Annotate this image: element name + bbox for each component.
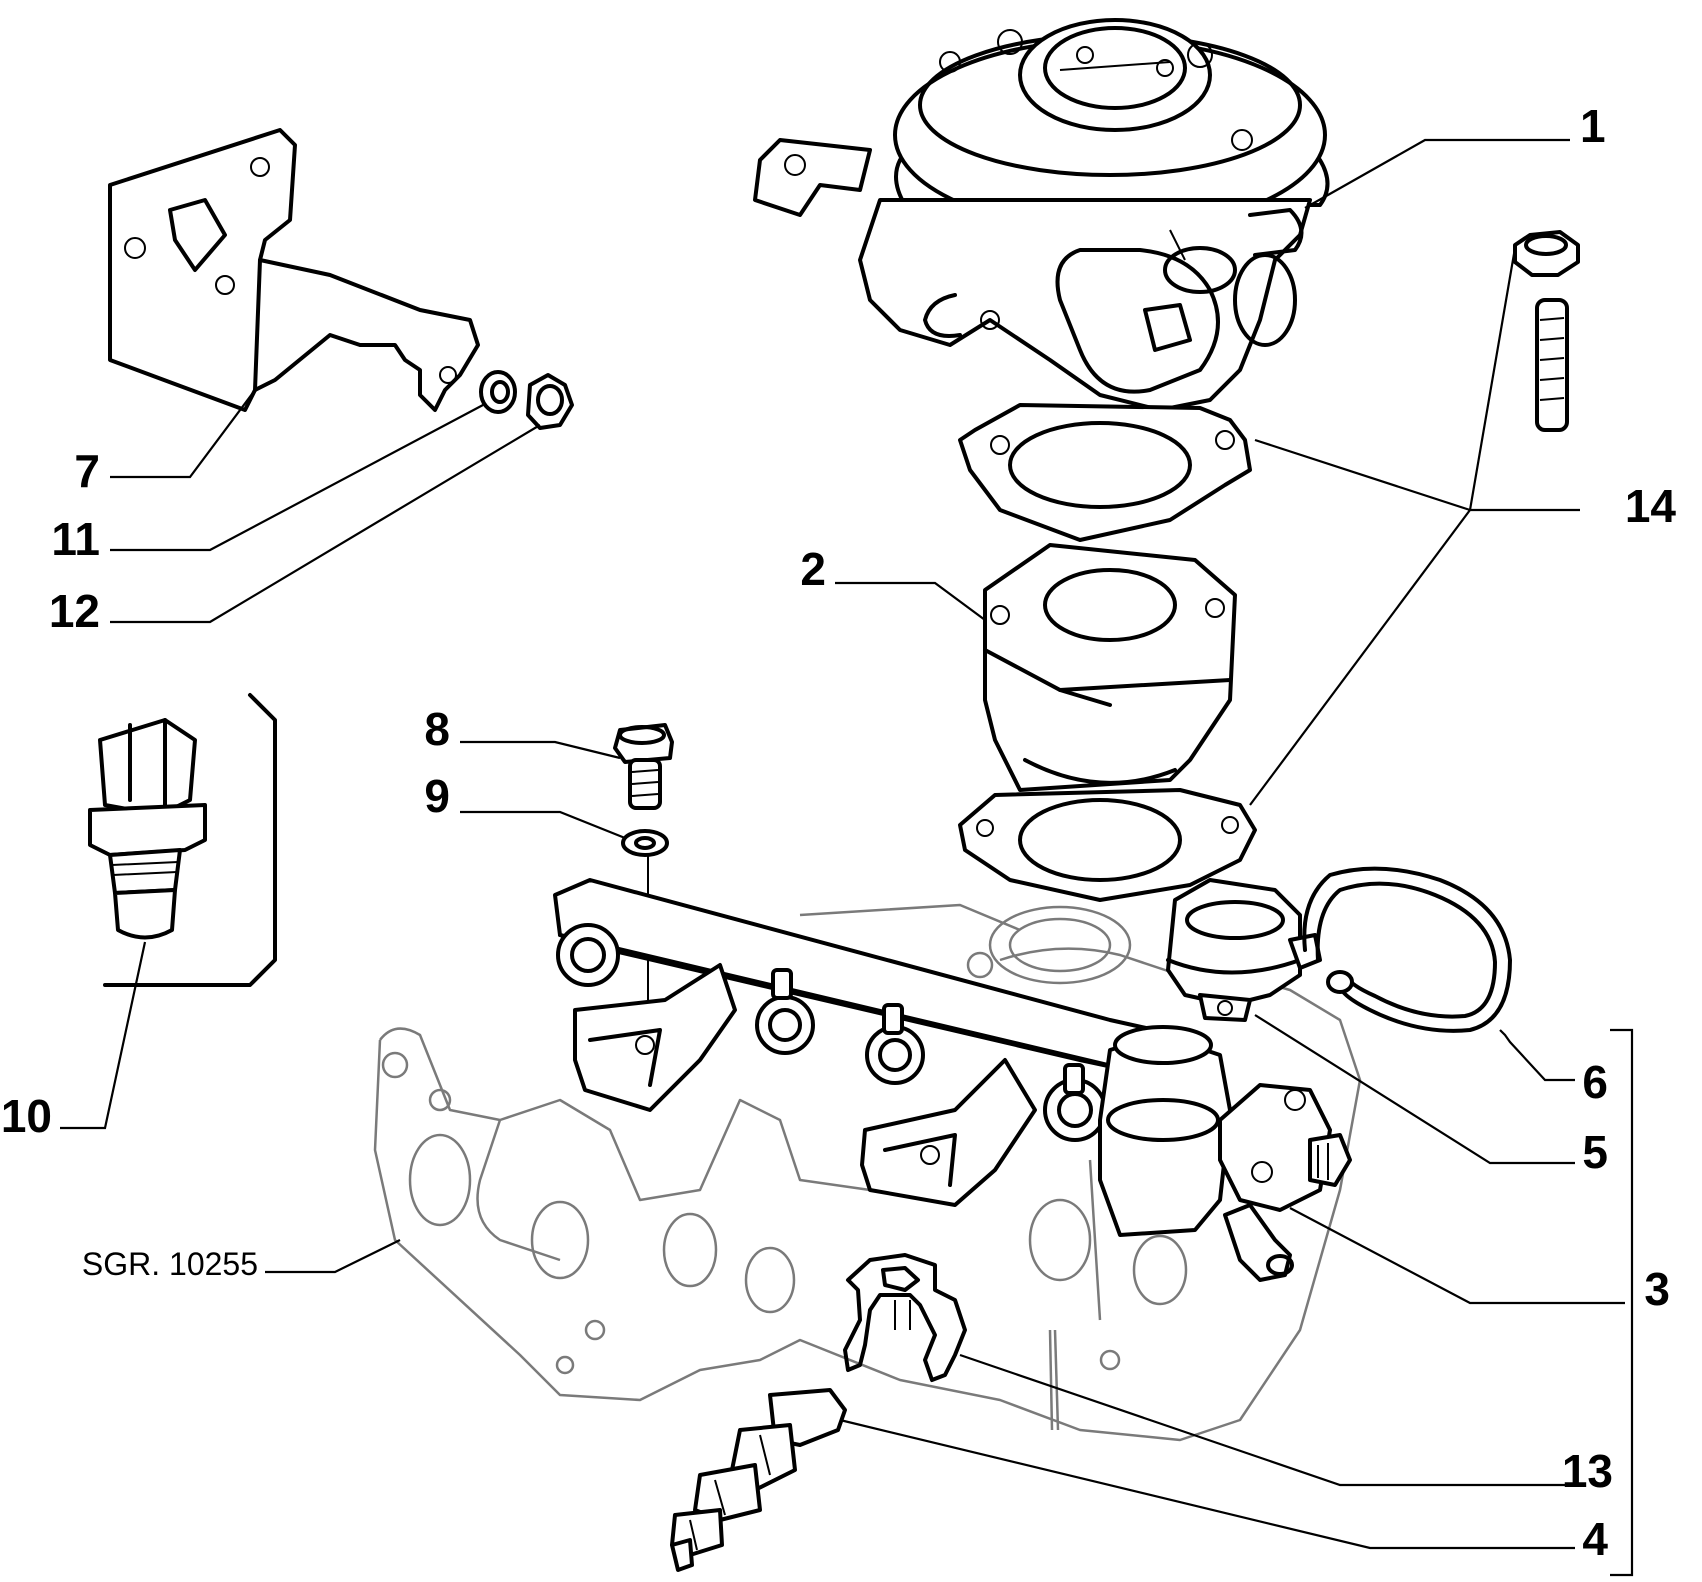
mounting-bracket <box>108 128 480 412</box>
callout-1: 1 <box>1580 100 1606 152</box>
lower-gasket <box>958 788 1257 902</box>
callout-3: 3 <box>1644 1263 1670 1315</box>
leader-lines <box>60 138 1634 1577</box>
leader-9 <box>460 810 626 840</box>
leader-3 <box>1289 1207 1625 1305</box>
callout-labels: 1 2 3 4 5 6 7 8 9 10 11 12 13 14 SGR. 10… <box>1 100 1677 1565</box>
callout-7: 7 <box>74 445 100 497</box>
fuel-hose <box>1302 866 1512 1033</box>
upper-gasket <box>958 403 1252 542</box>
group-bracket-3 <box>1610 1028 1634 1577</box>
callout-5: 5 <box>1582 1126 1608 1178</box>
pressure-regulator <box>1098 1025 1352 1282</box>
fuel-rail <box>553 878 1207 1207</box>
leader-11 <box>110 404 484 552</box>
leader-12 <box>110 424 541 624</box>
leader-10 <box>60 941 147 1130</box>
nut-12 <box>526 373 574 430</box>
throttle-body-unit <box>753 18 1330 412</box>
callout-13: 13 <box>1562 1445 1613 1497</box>
callout-9: 9 <box>424 770 450 822</box>
leader-6 <box>1499 1029 1575 1082</box>
leader-4 <box>839 1418 1575 1550</box>
leader-8 <box>460 740 621 760</box>
callout-4: 4 <box>1582 1513 1608 1565</box>
leader-2 <box>835 581 986 621</box>
leader-5 <box>1254 1014 1575 1165</box>
reference-code: SGR. 10255 <box>82 1246 258 1282</box>
leader-ref <box>265 1239 401 1274</box>
washer-9 <box>621 829 669 857</box>
callout-12: 12 <box>49 585 100 637</box>
callout-2: 2 <box>800 543 826 595</box>
callout-6: 6 <box>1582 1056 1608 1108</box>
injector-clip <box>843 1253 967 1382</box>
fuel-injector <box>670 1388 847 1572</box>
leader-14c <box>1249 509 1471 806</box>
callout-8: 8 <box>424 703 450 755</box>
leader-14b <box>1468 247 1517 511</box>
leader-7 <box>110 389 256 479</box>
callout-10: 10 <box>1 1090 52 1142</box>
engine-manifold-background <box>373 903 1362 1442</box>
stud-and-nut <box>1513 230 1580 432</box>
fuel-pressure-damper <box>1166 878 1322 1022</box>
bolt-8 <box>613 723 674 810</box>
callout-14: 14 <box>1625 480 1677 532</box>
callout-11: 11 <box>51 513 100 565</box>
temperature-sensor <box>88 718 207 940</box>
leader-13 <box>959 1353 1575 1487</box>
sensor-group-bracket <box>103 693 277 987</box>
leader-1 <box>1304 138 1570 209</box>
leader-14a <box>1254 438 1471 512</box>
insulator-spacer-block <box>983 543 1237 792</box>
washer-11 <box>479 370 517 414</box>
